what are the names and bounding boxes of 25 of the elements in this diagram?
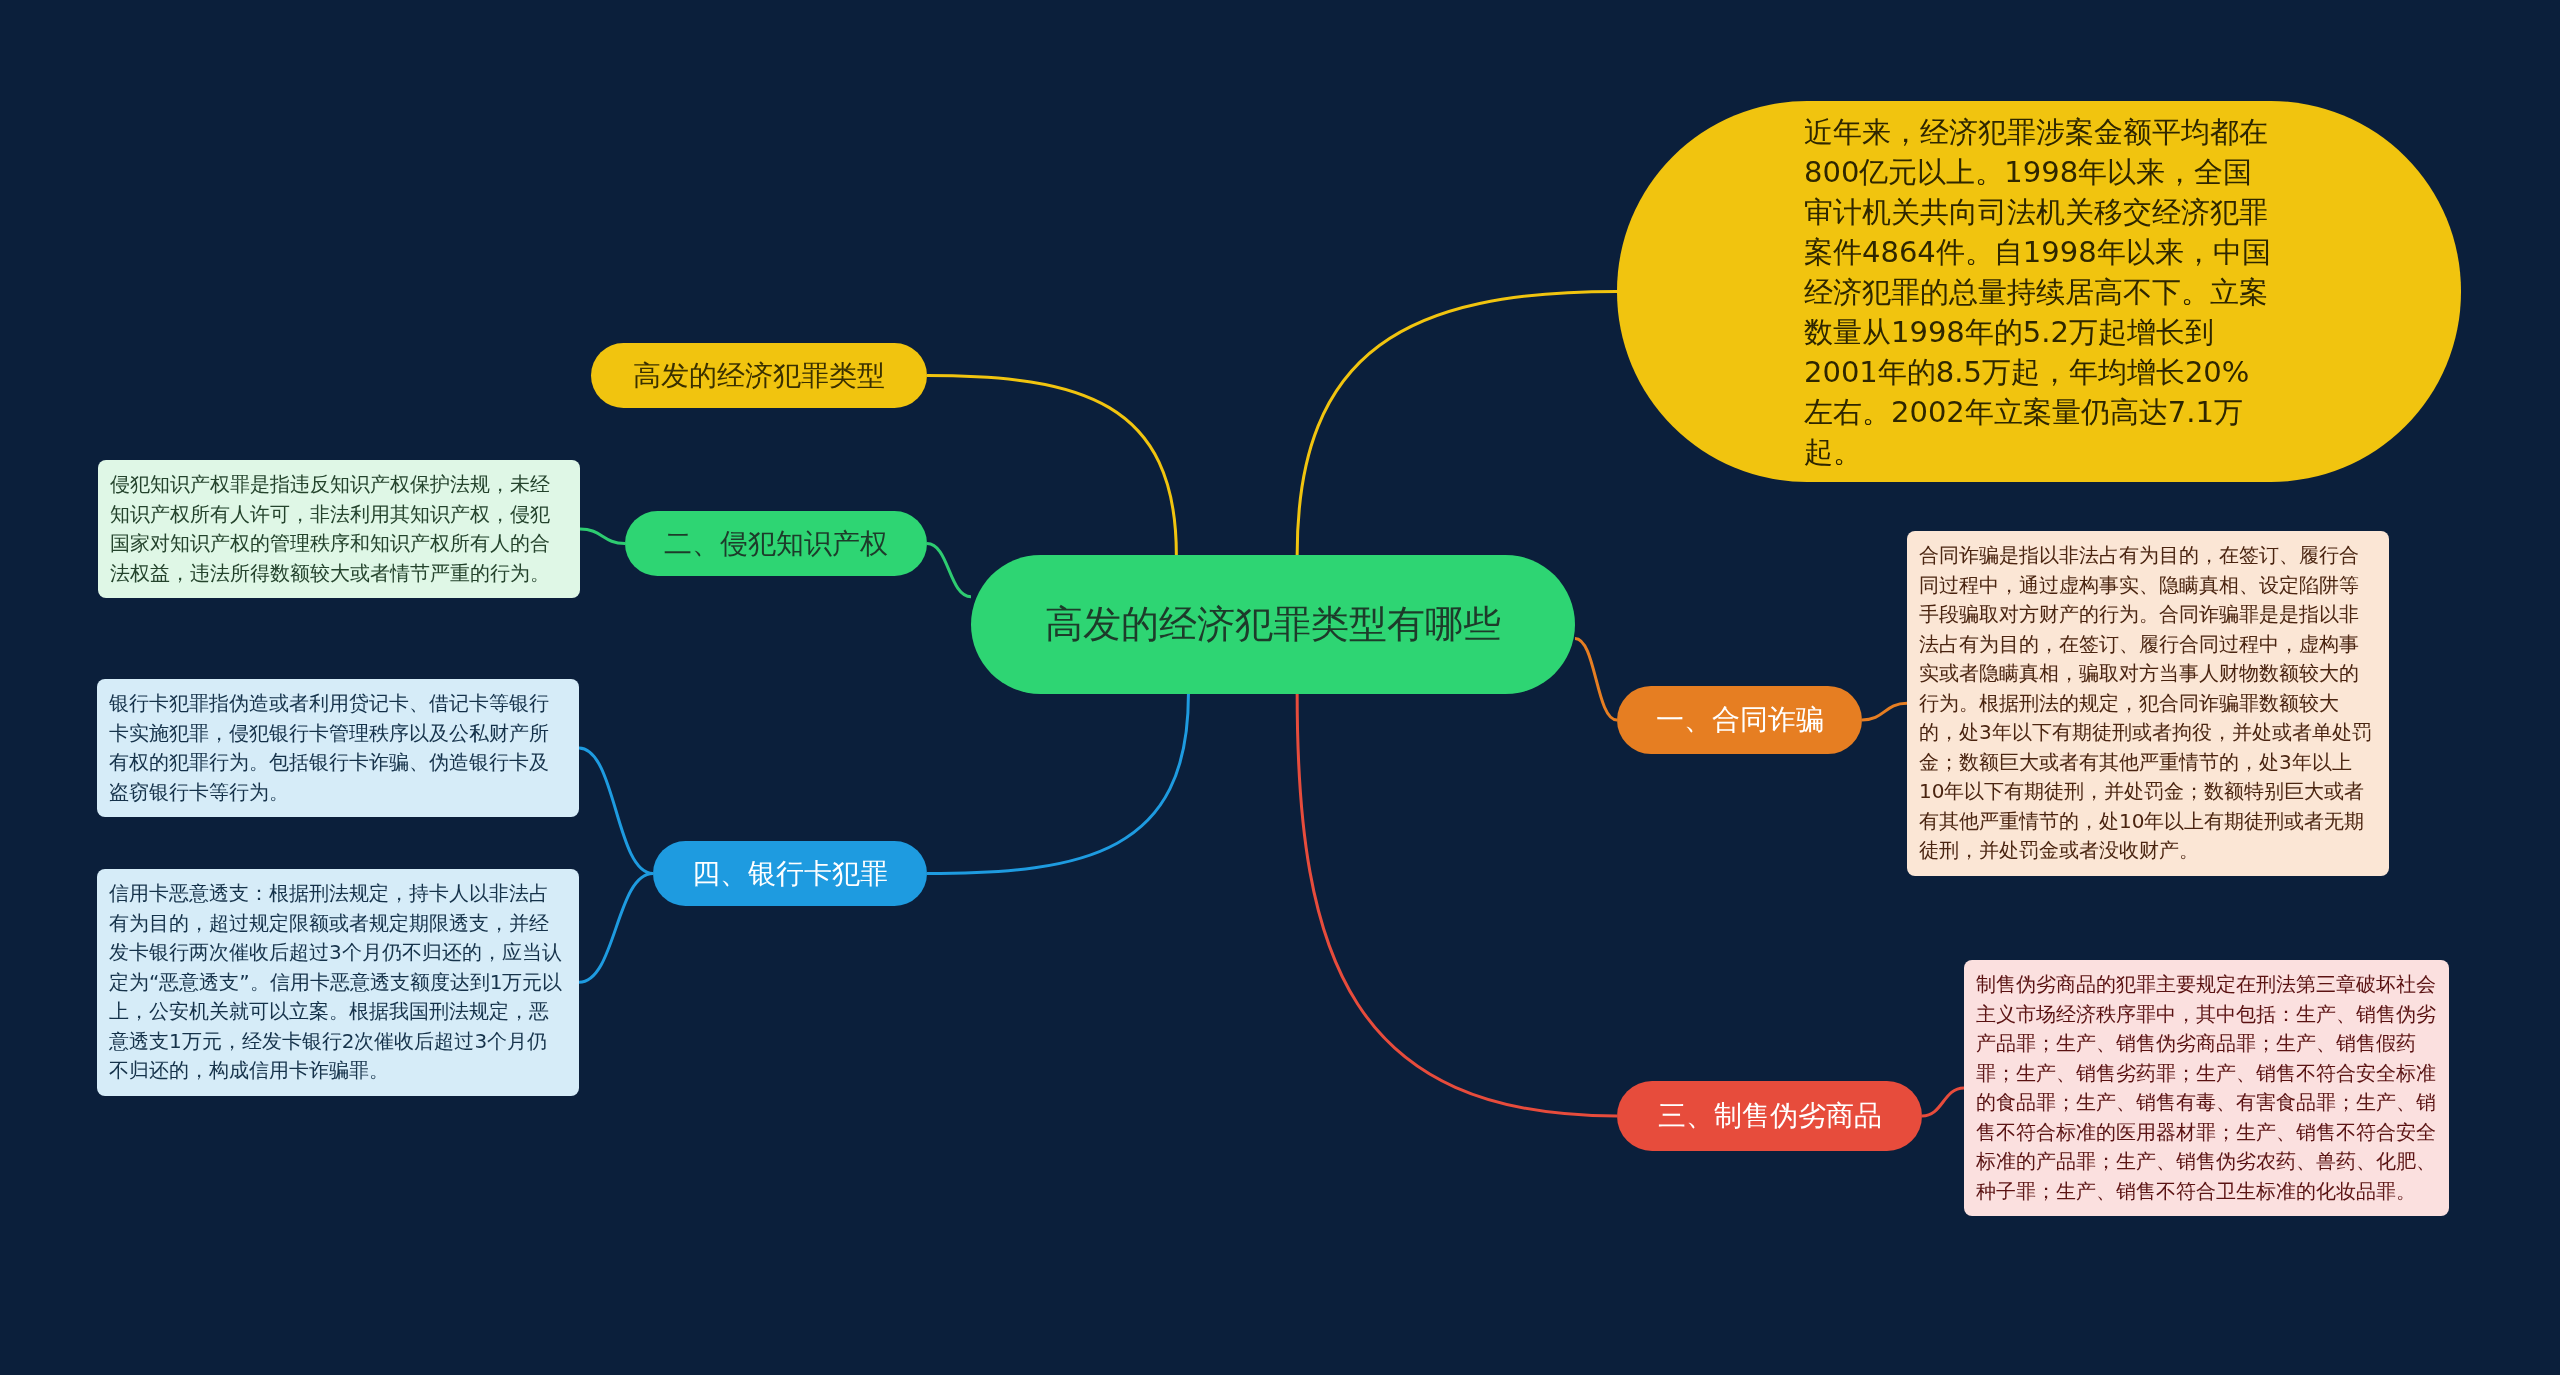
description-text: 银行卡犯罪指伪造或者利用贷记卡、借记卡等银行卡实施犯罪，侵犯银行卡管理秩序以及公私财产所有权的犯罪行为。包括银行卡诈骗、伪造银行卡及盗窃银行卡等行为。 (109, 690, 550, 806)
description-text: 信用卡恶意透支：根据刑法规定，持卡人以非法占有为目的，超过规定限额或者规定期限透支，并经发卡银行两次催收后超过3个月仍不归还的，应当认定为“恶意透支”。信用卡恶意透支额度达到1万元以上，公安机关就可以立案。根据我国刑法规定，恶意透支1万元，经发卡银行2次催收后超过3个月仍不归还的，构成信用卡诈骗罪。 (109, 880, 564, 1084)
topic-label: 一、合同诈骗 (1655, 702, 1824, 738)
topic-label: 高发的经济犯罪类型 (633, 357, 885, 394)
connector-line (1921, 1086, 1965, 1118)
topic-label: 二、侵犯知识产权 (664, 525, 888, 562)
connector-line (926, 542, 972, 599)
connector-line (578, 872, 654, 984)
description-text: 合同诈骗是指以非法占有为目的，在签订、履行合同过程中，通过虚构事实、隐瞒真相、设定陷阱等手段骗取对方财产的行为。合同诈骗罪是是指以非法占有为目的，在签订、履行合同过程中，虚构事实或者隐瞒真相，骗取对方当事人财物数额较大的行为。根据刑法的规定，犯合同诈骗罪数额较大的，处3年以下有期徒刑或者拘役，并处或者单处罚金；数额巨大或者有其他严重情节的，处3年以上10年以下有期徒刑，并处罚金；数额特别巨大或者有其他严重情节的，处10年以上有期徒刑或者无期徒刑，并处罚金或者没收财产。 (1919, 542, 2373, 864)
connector-line (1295, 693, 1618, 1118)
connector-line (1861, 701, 1908, 722)
connector-line (927, 693, 1190, 875)
connector-line (926, 374, 1178, 556)
description-card (97, 679, 579, 817)
topic-label: 四、银行卡犯罪 (692, 855, 888, 892)
connector-line (1295, 290, 1618, 556)
connector-line (579, 527, 626, 545)
topic-label: 高发的经济犯罪类型有哪些 (1044, 601, 1502, 648)
description-card (98, 460, 580, 598)
topic-label: 三、制售伪劣商品 (1657, 1098, 1882, 1134)
description-text: 制售伪劣商品的犯罪主要规定在刑法第三章破坏社会主义市场经济秩序罪中，其中包括：生产、销售伪劣产品罪；生产、销售伪劣商品罪；生产、销售假药罪；生产、销售劣药罪；生产、销售不符合安全标准的食品罪；生产、销售有毒、有害食品罪；生产、销售不符合标准的医用器材罪；生产、销售不符合安全标准的产品罪；生产、销售伪劣农药、兽药、化肥、种子罪；生产、销售不符合卫生标准的化妆品罪。 (1976, 971, 2437, 1205)
connector-line (1574, 636, 1618, 722)
description-card (97, 869, 579, 1096)
description-text: 侵犯知识产权罪是指违反知识产权保护法规，未经知识产权所有人许可，非法利用其知识产权，侵犯国家对知识产权的管理秩序和知识产权所有人的合法权益，违法所得数额较大或者情节严重的行为。 (110, 471, 551, 587)
description-text: 近年来，经济犯罪涉案金额平均都在800亿元以上。1998年以来，全国审计机关共向司法机关移交经济犯罪案件4864件。自1998年以来，中国经济犯罪的总量持续居高不下。立案数量从1998年的5.2万起增长到2001年的8.5万起，年均增长20%左右。2002年立案量仍高达7.1万起。 (1804, 113, 2272, 471)
